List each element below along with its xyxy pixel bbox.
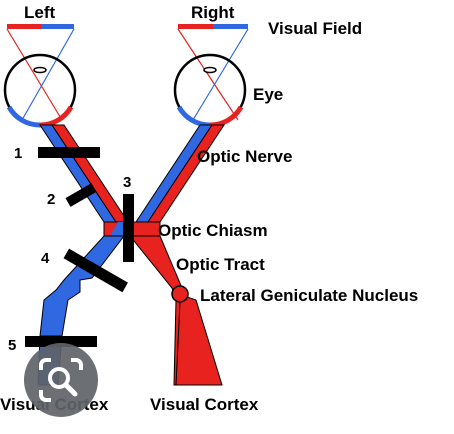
- optic-nerve-label: Optic Nerve: [197, 147, 292, 166]
- left-visual-field-bar: [7, 24, 74, 29]
- lens-search-icon: [39, 358, 83, 402]
- lesion-number-3: 3: [123, 174, 131, 191]
- eye-label: Eye: [253, 85, 283, 104]
- lesion-number-5: 5: [8, 337, 16, 354]
- lesion-number-2: 2: [47, 191, 55, 208]
- right-field-label: Right: [191, 3, 235, 22]
- right-visual-cortex-region: [175, 295, 223, 386]
- lesion-bar-5: [25, 336, 97, 347]
- lesion-number-1: 1: [14, 145, 22, 162]
- lgn-label: Lateral Geniculate Nucleus: [200, 286, 418, 305]
- left-eye: [3, 53, 77, 128]
- right-visual-field-bar: [178, 24, 248, 29]
- right-optic-nerve: [135, 124, 225, 223]
- right-eye-light-rays: [177, 28, 249, 121]
- visual-cortex-right-label: Visual Cortex: [150, 395, 259, 414]
- optic-tract-label: Optic Tract: [176, 255, 265, 274]
- lateral-geniculate-nucleus: [171, 285, 189, 303]
- left-eye-light-rays: [6, 28, 75, 121]
- optic-chiasm-label: Optic Chiasm: [158, 221, 268, 240]
- lesion-bar-2: [65, 183, 97, 207]
- visual-field-title: Visual Field: [268, 19, 362, 38]
- lesion-bar-1: [38, 147, 100, 158]
- lesion-bar-4: [63, 248, 128, 293]
- lens-search-button[interactable]: [24, 343, 98, 417]
- left-field-label: Left: [24, 3, 56, 22]
- right-eye: [173, 53, 247, 128]
- lesion-number-4: 4: [41, 250, 50, 267]
- left-optic-tract: [39, 235, 126, 337]
- lesion-bar-3: [123, 194, 134, 262]
